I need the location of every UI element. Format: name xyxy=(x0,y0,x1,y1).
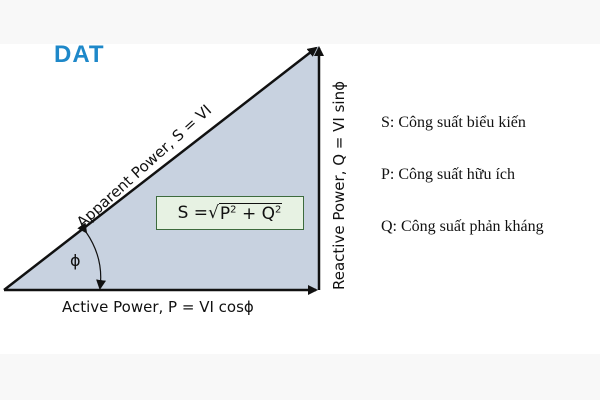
formula-radicand: P2 + Q2 xyxy=(218,202,283,224)
angle-phi-label: ϕ xyxy=(70,251,81,270)
legend-item-s: S: Công suất biểu kiến xyxy=(381,114,526,131)
formula-p: P xyxy=(219,203,231,224)
formula-radical-sign: √ xyxy=(208,203,219,223)
dat-logo: DAT xyxy=(54,40,105,70)
formula-q: Q xyxy=(261,203,275,224)
active-power-label: Active Power, P = VI cosϕ xyxy=(62,298,254,316)
reactive-power-label: Reactive Power, Q = VI sinϕ xyxy=(330,81,348,290)
apparent-power-arrow xyxy=(3,46,318,291)
formula-plus: + xyxy=(236,203,262,224)
bottom-band xyxy=(0,354,600,400)
power-legend: S: Công suất biểu kiến P: Công suất hữu … xyxy=(381,114,544,270)
formula-lhs: S = xyxy=(177,203,209,223)
apparent-power-formula: S = √ P2 + Q2 xyxy=(156,196,304,230)
logo-text: DAT xyxy=(54,41,105,68)
angle-arc xyxy=(77,222,107,290)
top-band xyxy=(0,0,600,44)
legend-item-p: P: Công suất hữu ích xyxy=(381,166,516,183)
legend-item-q: Q: Công suất phản kháng xyxy=(381,218,544,235)
formula-p-exponent: 2 xyxy=(230,203,237,215)
formula-q-exponent: 2 xyxy=(275,203,282,215)
